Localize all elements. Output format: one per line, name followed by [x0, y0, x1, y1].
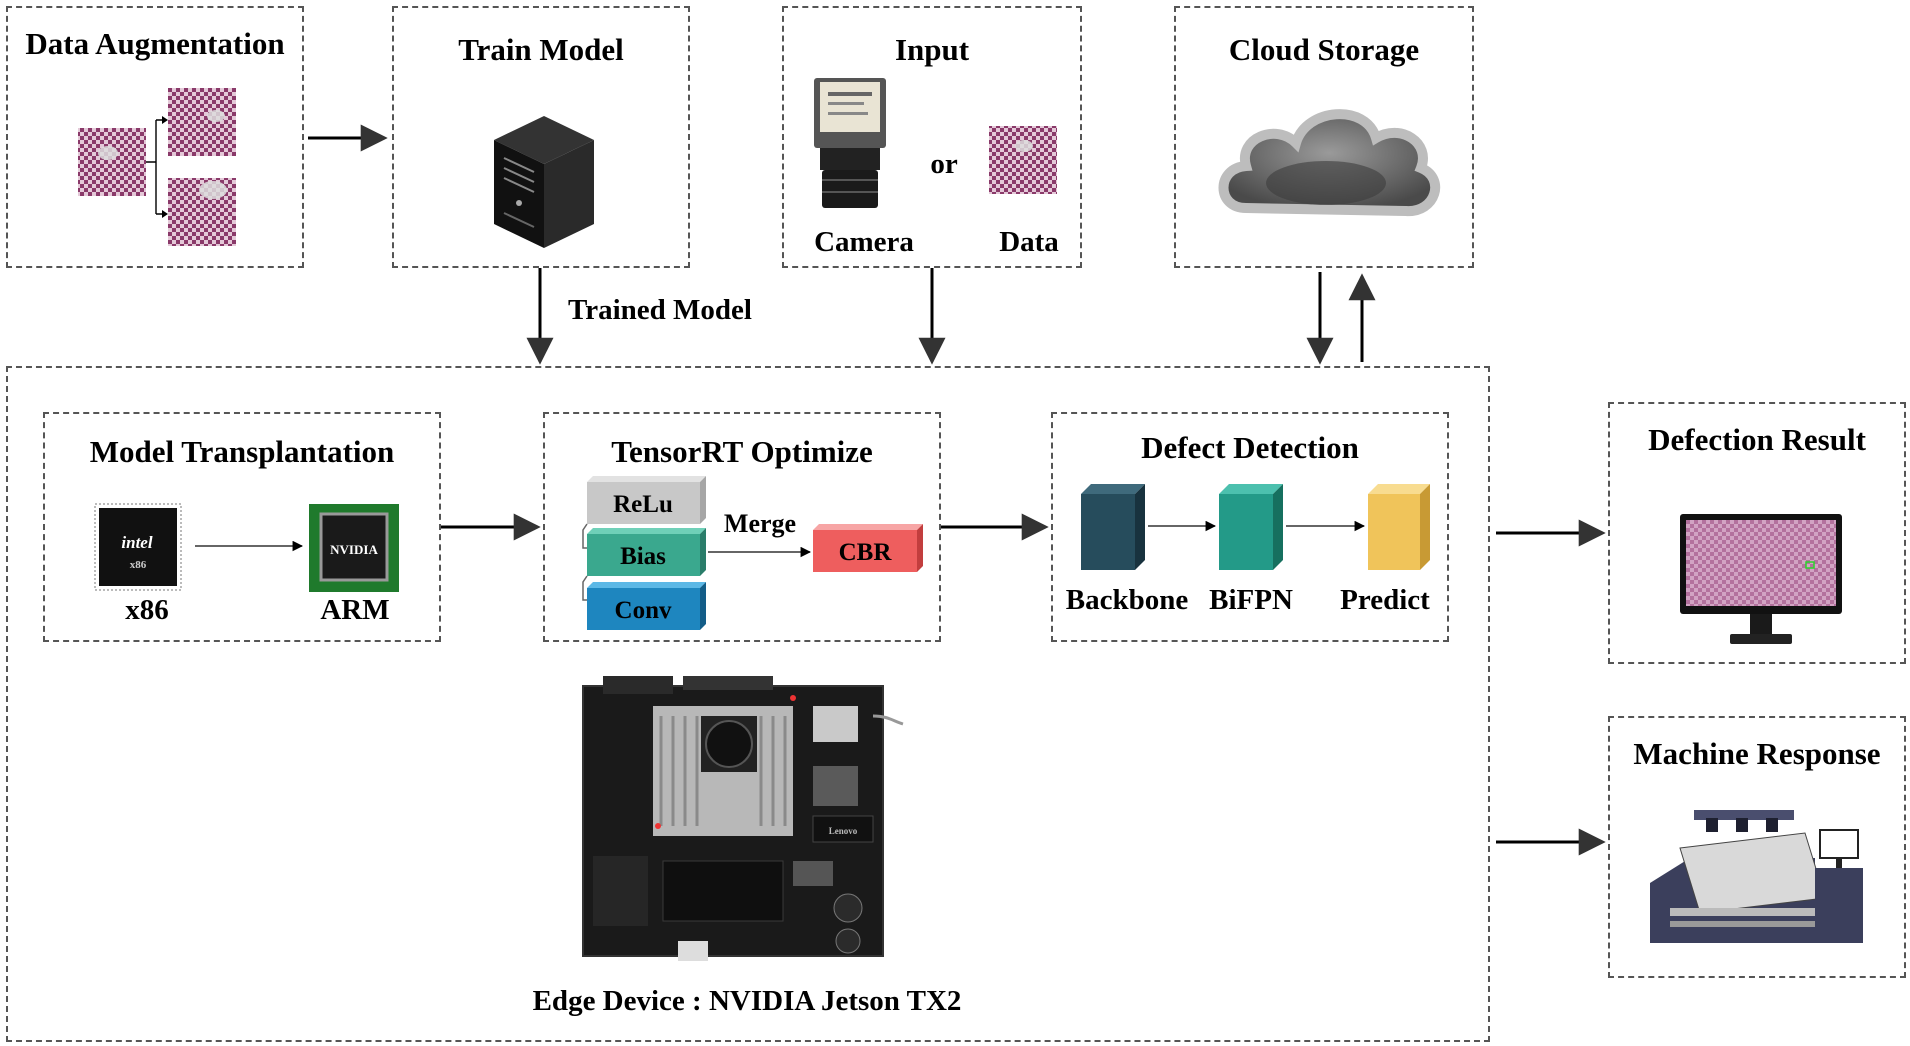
loom-machine-icon [1650, 810, 1863, 943]
fabric-sample-original [78, 128, 146, 196]
cloud-storage-box: Cloud Storage [1174, 6, 1474, 268]
intel-chip-icon: intel x86 [94, 503, 182, 591]
edge-device-box [6, 366, 1490, 1042]
intel-chip-subtext: x86 [130, 559, 147, 571]
train-model-title: Train Model [458, 32, 624, 67]
predict-label: Predict [1340, 584, 1430, 616]
augmentation-illustration [78, 88, 236, 246]
tensorrt-title: TensorRT Optimize [611, 434, 873, 469]
relu-layer-block: ReLu [587, 476, 706, 524]
camera-label: Camera [814, 226, 914, 258]
chips-illustration: intel x86 NVIDIA [94, 503, 399, 592]
bias-label: Bias [620, 543, 666, 570]
defect-detection-box: Defect Detection Backbone BiFPN Predict [1051, 412, 1449, 642]
defection-result-box: Defection Result [1608, 402, 1906, 664]
machine-response-title: Machine Response [1633, 736, 1881, 771]
tensorrt-box: TensorRT Optimize ReLu Bias Conv Merge C [543, 412, 941, 642]
cbr-layer-block: CBR [813, 524, 923, 572]
edge-device-label: Edge Device : NVIDIA Jetson TX2 [532, 985, 962, 1017]
bifpn-block [1219, 484, 1283, 570]
nvidia-chip-icon: NVIDIA [309, 504, 399, 592]
detection-pipeline [1081, 484, 1430, 570]
train-model-box: Train Model [392, 6, 690, 268]
defect-marker [1805, 561, 1815, 569]
bifpn-label: BiFPN [1209, 584, 1293, 616]
input-box: Input or Camera Data [782, 6, 1082, 268]
predict-block [1368, 484, 1430, 570]
input-title: Input [894, 32, 970, 67]
conv-label: Conv [615, 597, 672, 624]
jetson-board-image: Lenovo [582, 676, 904, 961]
conv-layer-block: Conv [587, 582, 706, 630]
cbr-label: CBR [839, 539, 893, 566]
cloud-icon [1218, 109, 1441, 216]
or-label: or [930, 148, 958, 180]
defect-detection-title: Defect Detection [1141, 430, 1359, 465]
x86-label: x86 [125, 594, 169, 626]
bias-layer-block: Bias [587, 528, 706, 576]
fabric-sample-augmented-1 [168, 88, 236, 156]
server-icon [494, 116, 594, 248]
cloud-storage-title: Cloud Storage [1228, 32, 1420, 67]
data-augmentation-box: Data Augmentation [6, 6, 304, 268]
data-label: Data [999, 226, 1059, 258]
camera-icon [814, 78, 1057, 208]
model-transplantation-title: Model Transplantation [89, 434, 395, 469]
monitor-icon [1680, 514, 1842, 644]
backbone-label: Backbone [1065, 584, 1189, 616]
model-transplantation-box: Model Transplantation intel x86 NVIDIA x… [43, 412, 441, 642]
nvidia-chip-text: NVIDIA [330, 542, 378, 557]
merge-label: Merge [724, 509, 796, 538]
board-brand-text: Lenovo [829, 826, 858, 836]
relu-label: ReLu [613, 491, 673, 518]
arm-label: ARM [320, 594, 390, 626]
machine-response-box: Machine Response [1608, 716, 1906, 978]
intel-chip-text: intel [121, 533, 152, 552]
defection-result-title: Defection Result [1648, 422, 1866, 457]
tensorrt-illustration: ReLu Bias Conv Merge CBR [582, 476, 923, 630]
trained-model-label: Trained Model [568, 294, 752, 326]
data-augmentation-title: Data Augmentation [25, 26, 285, 61]
backbone-block [1081, 484, 1145, 570]
